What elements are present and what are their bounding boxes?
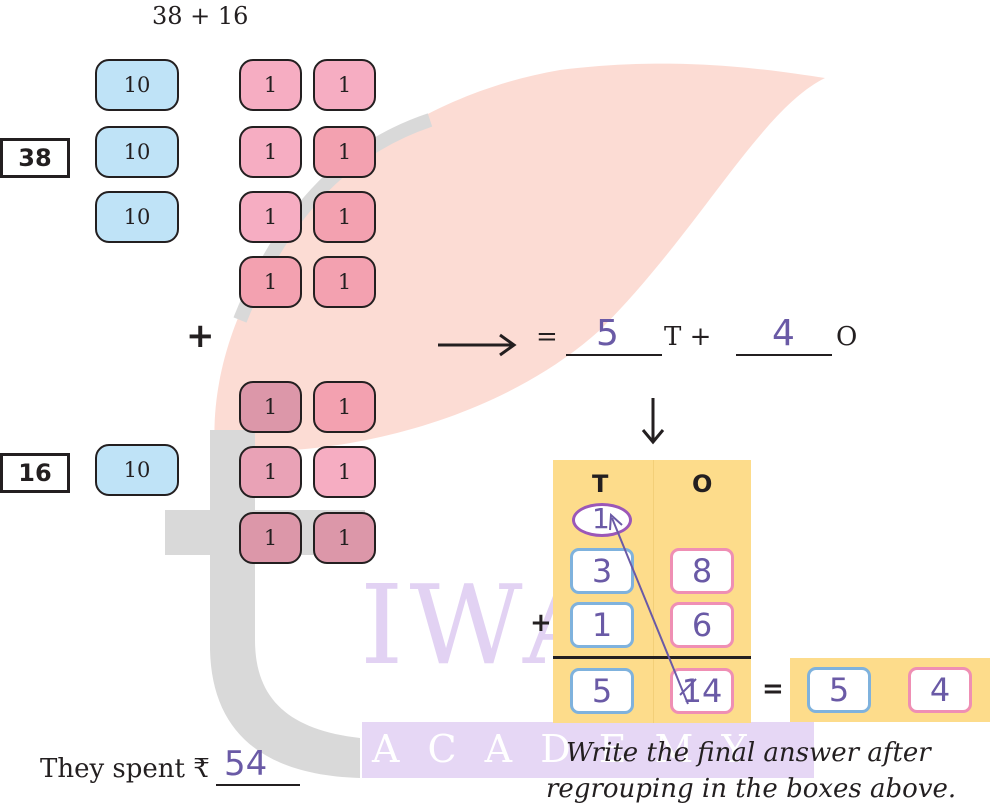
- ones-tile: 1: [313, 381, 376, 433]
- row2-tens-box: 1: [570, 602, 634, 648]
- tens-unit-label: T +: [664, 322, 712, 352]
- header-tens: T: [592, 470, 609, 498]
- arrow-right-icon: [438, 333, 517, 357]
- instruction-line-1: Write the final answer after: [566, 738, 931, 768]
- ones-tile: 1: [239, 59, 302, 111]
- sum-rule-line: [553, 656, 751, 659]
- ones-tile: 1: [239, 126, 302, 178]
- header-ones: O: [692, 470, 713, 498]
- ones-tile: 1: [313, 126, 376, 178]
- tens-tile: 10: [95, 444, 179, 496]
- ones-tile: 1: [239, 512, 302, 564]
- ones-tile: 1: [239, 381, 302, 433]
- ones-tile: 1: [313, 59, 376, 111]
- spent-text: They spent ₹: [40, 754, 210, 784]
- ones-tile: 1: [313, 191, 376, 243]
- plus-sign: +: [186, 316, 215, 356]
- label-38: 38: [0, 138, 70, 178]
- tens-tile: 10: [95, 126, 179, 178]
- ones-tile: 1: [239, 446, 302, 498]
- spent-amount: 54: [224, 744, 268, 784]
- tens-tile: 10: [95, 191, 179, 243]
- expression-title: 38 + 16: [152, 2, 249, 30]
- row1-tens-box: 3: [570, 548, 634, 594]
- tens-tile: 10: [95, 59, 179, 111]
- ones-tile: 1: [313, 256, 376, 308]
- row2-plus-sign: +: [530, 608, 552, 638]
- arrow-down-icon: [641, 398, 665, 445]
- ones-tile: 1: [239, 191, 302, 243]
- watermark-sub-text: A C A D E M Y: [372, 727, 755, 771]
- final-tens-box: 5: [807, 667, 871, 713]
- ones-unit-label: O: [836, 322, 858, 352]
- instruction-line-2: regrouping in the boxes above.: [546, 774, 957, 804]
- ones-tile: 1: [313, 512, 376, 564]
- label-16: 16: [0, 453, 70, 493]
- row1-ones-box: 8: [670, 548, 734, 594]
- ones-tile: 1: [239, 256, 302, 308]
- result-equals: =: [536, 322, 558, 352]
- sum-tens-box: 5: [570, 668, 634, 714]
- ones-answer: 4: [772, 313, 795, 354]
- column-divider: [653, 460, 654, 723]
- spent-blank: [216, 782, 300, 786]
- carry-circle: [572, 503, 632, 537]
- tens-answer: 5: [596, 313, 619, 354]
- watermark-academy-band: [362, 722, 814, 778]
- ones-tile: 1: [313, 446, 376, 498]
- carry-digit: 1: [592, 502, 610, 535]
- ones-answer-blank: [736, 352, 832, 356]
- final-equals: =: [762, 674, 784, 704]
- row2-ones-box: 6: [670, 602, 734, 648]
- tens-answer-blank: [566, 352, 662, 356]
- final-ones-box: 4: [908, 667, 972, 713]
